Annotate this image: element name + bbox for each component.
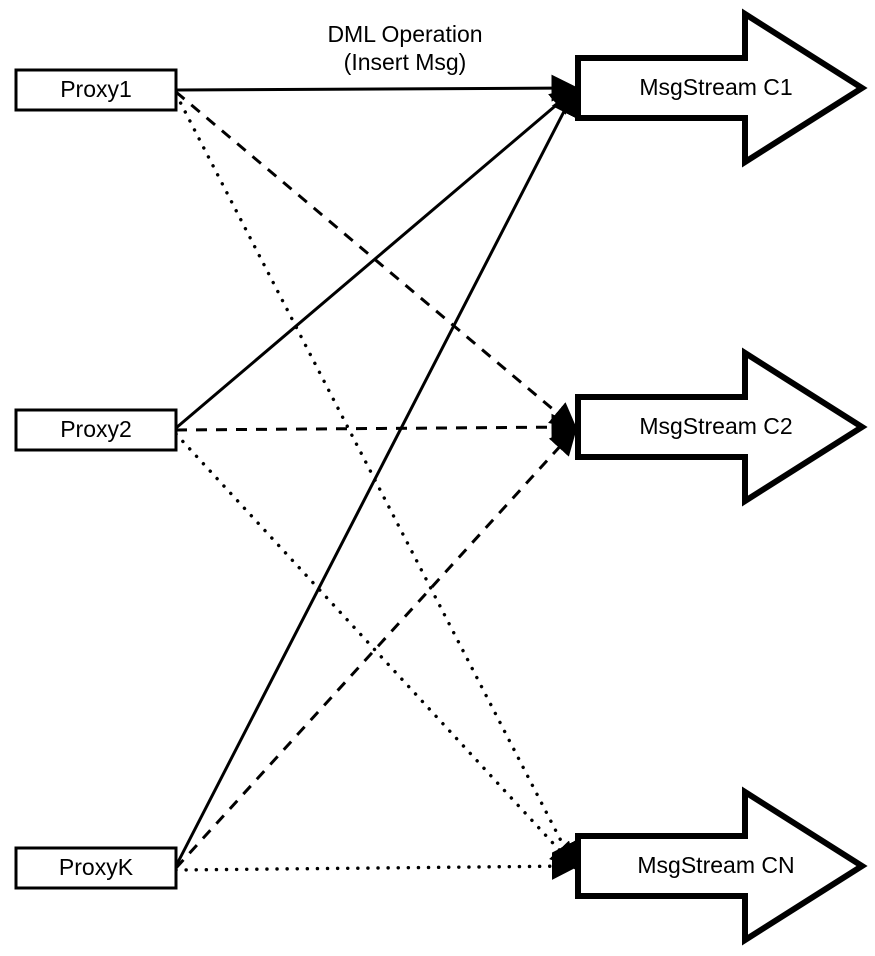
stream-node-c2[interactable]: MsgStream C2 (575, 347, 868, 507)
proxyk-label: ProxyK (59, 854, 134, 880)
stream-node-c1[interactable]: MsgStream C1 (575, 8, 868, 168)
edge-caption-group: DML Operation (Insert Msg) (327, 21, 482, 75)
edge-caption-line2: (Insert Msg) (344, 49, 467, 75)
stream-node-c3[interactable]: MsgStream CN (575, 786, 868, 946)
stream-c1-label: MsgStream C1 (639, 74, 792, 100)
stream-c3-label: MsgStream CN (637, 852, 794, 878)
stream-c3-arrow-shape[interactable] (575, 786, 868, 946)
stream-c2-arrow-shape[interactable] (575, 347, 868, 507)
proxyk-box[interactable] (14, 846, 178, 890)
stream-c1-arrow-shape[interactable] (575, 8, 868, 168)
link-proxyk-to-stream-c3 (174, 852, 580, 880)
link-proxy2-to-stream-c2 (175, 413, 579, 441)
link-proxyk-to-stream-c1 (174, 87, 577, 867)
link-proxy2-to-stream-c1 (175, 87, 578, 430)
stream-c2-label: MsgStream C2 (639, 413, 792, 439)
link-proxy2-to-stream-c3 (174, 432, 578, 870)
proxy1-box[interactable] (14, 68, 178, 112)
proxy-node-proxy2[interactable]: Proxy2 (14, 408, 178, 452)
proxy1-label: Proxy1 (60, 76, 132, 102)
proxy-node-proxyk[interactable]: ProxyK (14, 846, 178, 890)
edge-caption-line1: DML Operation (327, 21, 482, 47)
proxy2-box[interactable] (14, 408, 178, 452)
link-proxy1-to-stream-c1 (175, 74, 579, 102)
proxy2-label: Proxy2 (60, 416, 132, 442)
link-layer (174, 74, 580, 880)
proxy-node-proxy1[interactable]: Proxy1 (14, 68, 178, 112)
